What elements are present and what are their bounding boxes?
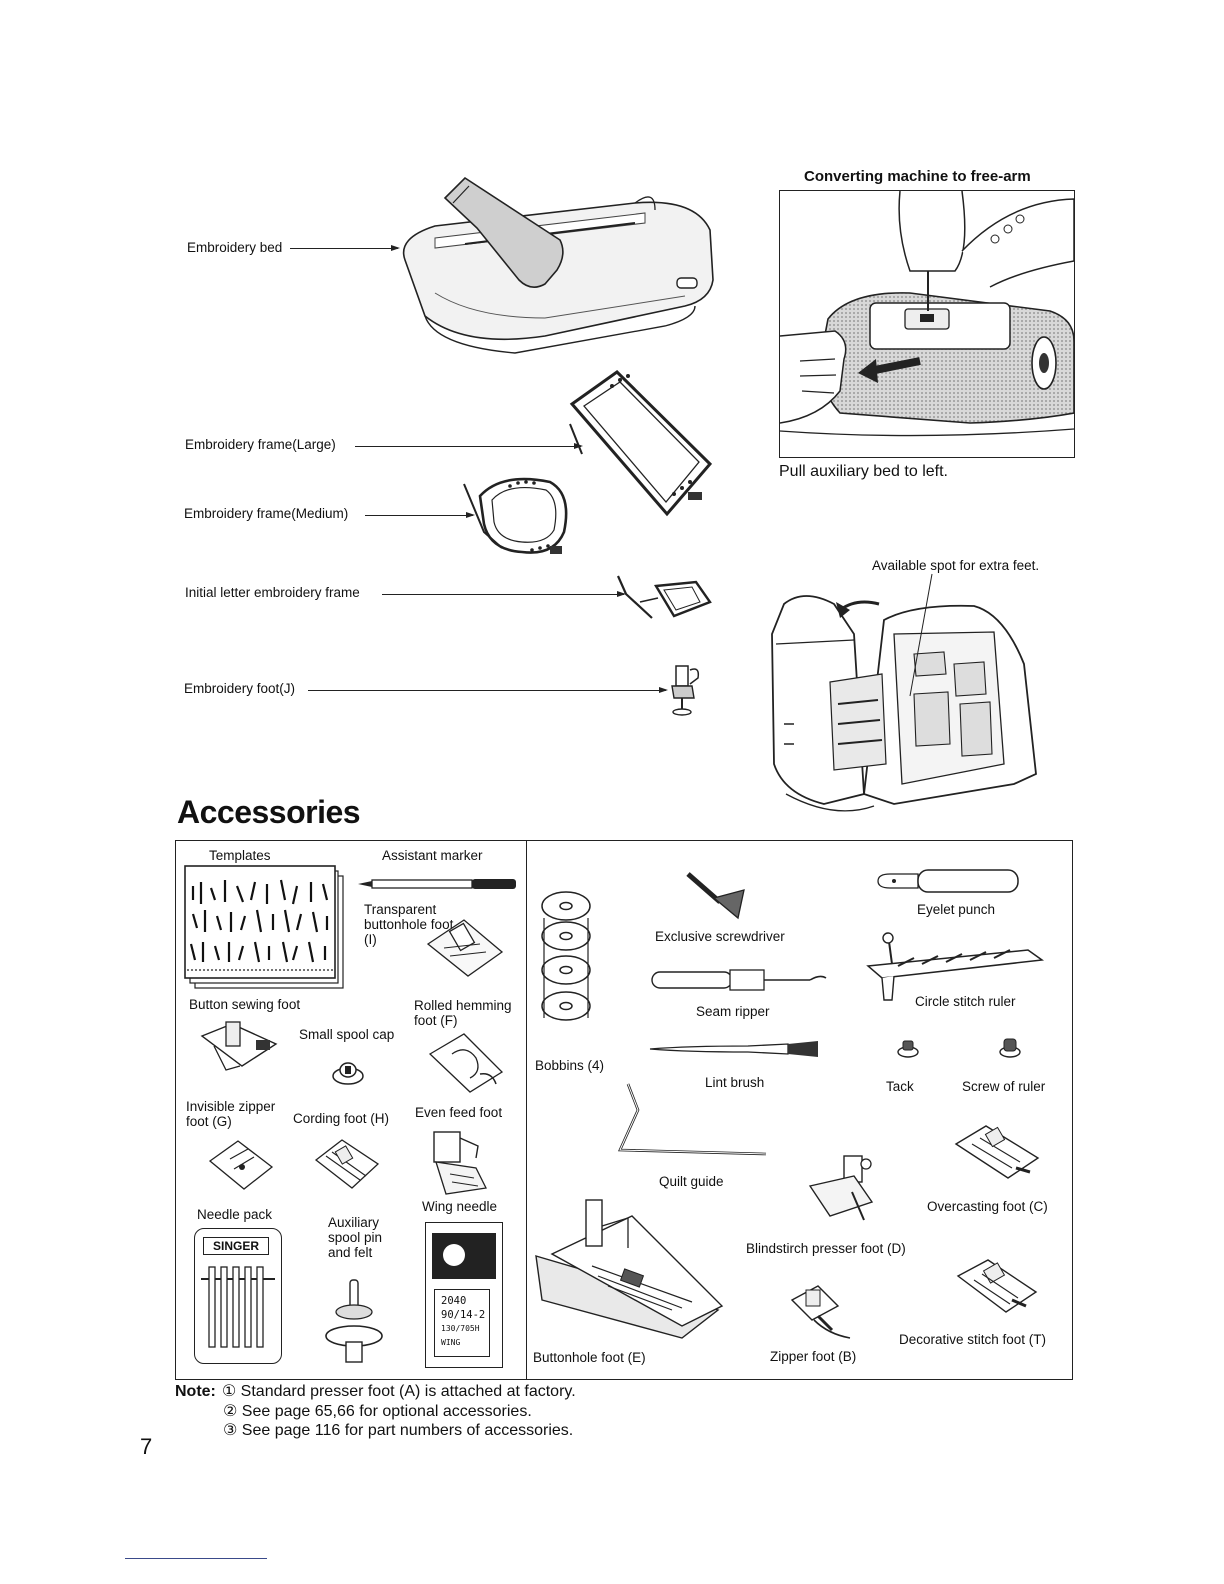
eyelet-punch-illustration xyxy=(877,869,1019,893)
label-embroidery-frame-medium: Embroidery frame(Medium) xyxy=(184,506,349,521)
label-embroidery-foot-j: Embroidery foot(J) xyxy=(184,681,296,696)
label-small-spool-cap: Small spool cap xyxy=(299,1027,395,1042)
label-rolled-hemming-foot: Rolled hemming foot (F) xyxy=(414,998,512,1028)
label-tack: Tack xyxy=(886,1079,914,1094)
label-transparent-buttonhole-foot: Transparent buttonhole foot (I) xyxy=(364,902,454,947)
lint-brush-illustration xyxy=(649,1041,818,1057)
label-decorative-stitch-foot: Decorative stitch foot (T) xyxy=(899,1332,1047,1347)
label-screw-of-ruler: Screw of ruler xyxy=(962,1079,1046,1094)
seam-ripper-illustration xyxy=(651,969,827,991)
accessories-panel xyxy=(175,840,1073,1380)
label-lint-brush: Lint brush xyxy=(705,1075,765,1090)
wing-needle-logo xyxy=(432,1233,496,1279)
templates-illustration xyxy=(184,865,344,989)
label-embroidery-frame-large: Embroidery frame(Large) xyxy=(185,437,336,452)
invisible-zipper-foot-illustration xyxy=(208,1140,274,1190)
cording-foot-illustration xyxy=(314,1139,380,1189)
overcasting-foot-illustration xyxy=(954,1125,1040,1179)
page-number: 7 xyxy=(140,1434,153,1459)
tack-illustration xyxy=(897,1040,919,1058)
label-needle-pack: Needle pack xyxy=(197,1207,273,1222)
freearm-illustration-frame xyxy=(779,190,1075,458)
bobbins-illustration xyxy=(541,891,591,1021)
wing-needle-pack: 2040 90/14-2 130/705H WING xyxy=(425,1222,503,1368)
needles-illustration xyxy=(201,1266,275,1348)
label-auxiliary-spool-pin: Auxiliary spool pin and felt xyxy=(328,1215,383,1260)
label-blindstitch-foot: Blindstirch presser foot (D) xyxy=(746,1241,906,1256)
assistant-marker-illustration xyxy=(358,879,516,889)
quilt-guide-illustration xyxy=(618,1083,767,1156)
accessories-divider xyxy=(526,840,528,1379)
label-bobbins: Bobbins (4) xyxy=(535,1058,605,1073)
label-buttonhole-foot: Buttonhole foot (E) xyxy=(533,1350,646,1365)
label-cording-foot: Cording foot (H) xyxy=(293,1111,390,1126)
transparent-buttonhole-foot-illustration xyxy=(426,919,504,977)
leader-foot-j xyxy=(308,687,668,693)
note-line-1: ① Standard presser foot (A) is attached … xyxy=(221,1383,576,1400)
wing-needle-label: 2040 90/14-2 130/705H WING xyxy=(434,1289,490,1357)
frame-large-illustration xyxy=(569,370,713,517)
needle-pack-card: SINGER xyxy=(194,1228,282,1364)
leader-embroidery-bed xyxy=(290,245,400,251)
needle-pack-brand: SINGER xyxy=(203,1237,269,1255)
freearm-title: Converting machine to free-arm xyxy=(804,168,1031,185)
label-even-feed-foot: Even feed foot xyxy=(415,1105,503,1120)
circle-stitch-ruler-illustration xyxy=(866,932,1045,1001)
blindstitch-foot-illustration xyxy=(808,1155,874,1221)
leader-initial-frame xyxy=(382,591,626,597)
decorative-stitch-foot-illustration xyxy=(956,1259,1038,1313)
label-eyelet-punch: Eyelet punch xyxy=(917,902,996,917)
zipper-foot-illustration xyxy=(790,1285,851,1339)
frame-medium-illustration xyxy=(463,477,568,554)
label-wing-needle: Wing needle xyxy=(422,1199,498,1214)
label-initial-letter-frame: Initial letter embroidery frame xyxy=(185,585,360,600)
note-block: Note: ① Standard presser foot (A) is atta… xyxy=(175,1382,576,1441)
auxiliary-spool-pin-illustration xyxy=(325,1279,383,1363)
rolled-hemming-foot-illustration xyxy=(428,1033,504,1093)
label-zipper-foot: Zipper foot (B) xyxy=(770,1349,857,1364)
exclusive-screwdriver-illustration xyxy=(686,872,745,920)
label-assistant-marker: Assistant marker xyxy=(382,848,483,863)
initial-frame-illustration xyxy=(616,575,712,619)
small-spool-cap-illustration xyxy=(332,1062,364,1085)
note-line-3: ③ See page 116 for part numbers of acces… xyxy=(223,1422,574,1439)
freearm-caption: Pull auxiliary bed to left. xyxy=(779,463,948,480)
label-seam-ripper: Seam ripper xyxy=(696,1004,770,1019)
wing-pack-system: 130/705H xyxy=(441,1324,480,1333)
wing-pack-size: 2040 xyxy=(441,1295,467,1307)
label-button-sewing-foot: Button sewing foot xyxy=(189,997,301,1012)
screw-of-ruler-illustration xyxy=(999,1038,1021,1058)
bottom-rule xyxy=(125,1558,267,1559)
accessories-heading: Accessories xyxy=(177,794,361,830)
note-label: Note: xyxy=(175,1383,216,1400)
label-templates: Templates xyxy=(209,848,271,863)
embroidery-foot-j-illustration xyxy=(671,665,700,716)
label-available-spot: Available spot for extra feet. xyxy=(872,558,1040,573)
label-exclusive-screwdriver: Exclusive screwdriver xyxy=(655,929,785,944)
label-invisible-zipper-foot: Invisible zipper foot (G) xyxy=(186,1099,276,1129)
label-circle-stitch-ruler: Circle stitch ruler xyxy=(915,994,1016,1009)
wing-pack-gauge: 90/14-2 xyxy=(441,1309,486,1321)
label-overcasting-foot: Overcasting foot (C) xyxy=(927,1199,1048,1214)
button-sewing-foot-illustration xyxy=(200,1021,278,1071)
embroidery-bed-illustration xyxy=(402,176,714,354)
wing-pack-type: WING xyxy=(441,1338,461,1347)
label-quilt-guide: Quilt guide xyxy=(659,1174,724,1189)
freearm-machine-illustration xyxy=(780,191,1074,437)
label-embroidery-bed: Embroidery bed xyxy=(187,240,283,255)
accessory-storage-illustration xyxy=(771,573,1037,812)
note-line-2: ② See page 65,66 for optional accessorie… xyxy=(223,1402,532,1420)
leader-frame-medium xyxy=(365,512,475,518)
leader-frame-large xyxy=(355,443,583,449)
even-feed-foot-illustration xyxy=(433,1131,487,1195)
buttonhole-foot-illustration xyxy=(535,1199,724,1339)
